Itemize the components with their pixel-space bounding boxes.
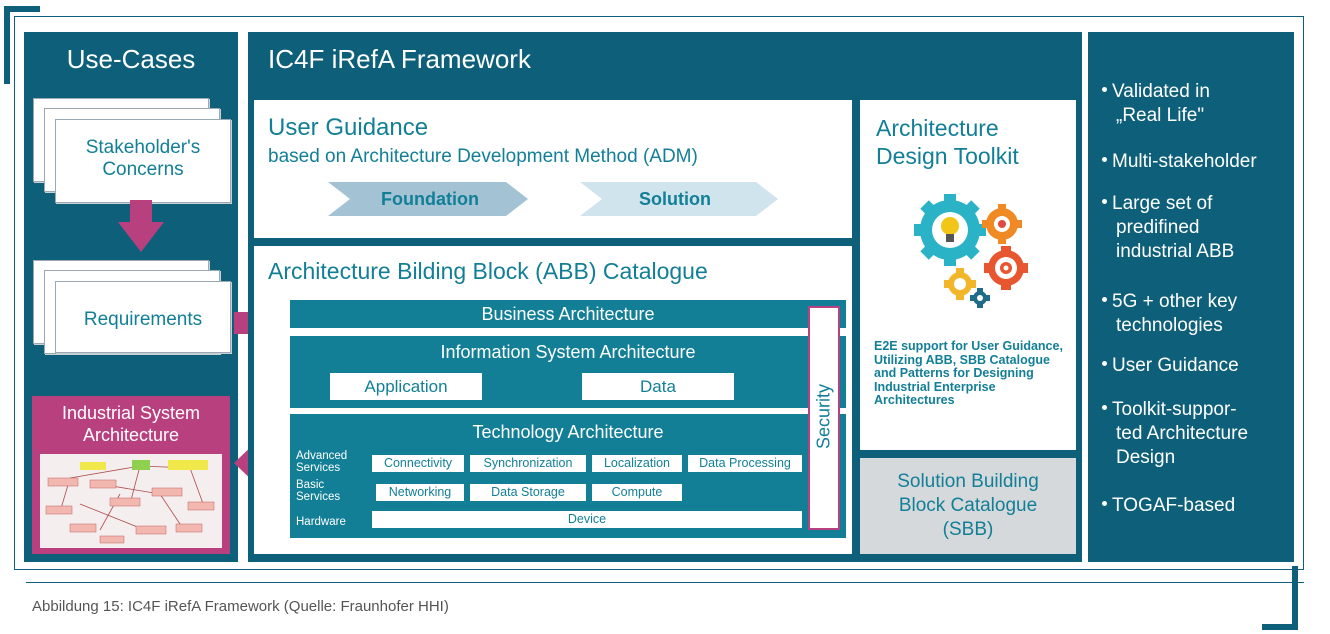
requirements-card xyxy=(55,281,231,353)
bullet-icon xyxy=(1102,405,1107,411)
advanced-services-label: Advanced Services xyxy=(296,450,348,474)
industrial-diagram-thumbnail xyxy=(40,454,222,548)
industrial-architecture-title: Industrial System Architecture xyxy=(61,403,201,445)
compute-cell: Compute xyxy=(592,484,682,501)
basic-services-label: Basic Services xyxy=(296,479,341,503)
security-label: Security xyxy=(813,383,834,450)
technology-architecture-label: Technology Architecture xyxy=(472,422,664,442)
down-arrow-icon xyxy=(118,200,164,252)
networking-cell: Networking xyxy=(376,484,464,501)
feature-validated: Validated in „Real Life" xyxy=(1102,80,1210,128)
toolkit-description: E2E support for User Guidance, Utilizing… xyxy=(874,339,1063,407)
bullet-icon xyxy=(1102,501,1107,507)
bullet-icon xyxy=(1102,361,1107,367)
sbb-catalogue-box xyxy=(860,458,1076,554)
toolkit-title: Architecture Design Toolkit xyxy=(876,115,1019,169)
foundation-label: Foundation xyxy=(381,189,479,209)
synchronization-cell: Synchronization xyxy=(470,455,586,472)
figure-caption: Abbildung 15: IC4F iRefA Framework (Quel… xyxy=(32,598,449,615)
corner-accent-left xyxy=(4,6,10,84)
business-architecture-bar xyxy=(290,300,846,328)
feature-togaf: TOGAF-based xyxy=(1102,494,1235,518)
solution-arrow xyxy=(580,182,778,216)
concerns-label: Stakeholder's Concerns xyxy=(85,137,201,180)
concerns-card xyxy=(55,119,231,203)
connectivity-cell: Connectivity xyxy=(372,455,464,472)
feature-multi-stakeholder: Multi-stakeholder xyxy=(1102,150,1257,174)
use-cases-title: Use-Cases xyxy=(66,44,196,74)
application-box xyxy=(330,373,482,400)
feature-large-set: Large set of predifined industrial ABB xyxy=(1102,192,1234,264)
corner-accent-bottom-right xyxy=(1292,566,1298,630)
application-label: Application xyxy=(364,377,448,396)
bullet-icon xyxy=(1102,297,1107,303)
bullet-icon xyxy=(1102,87,1107,93)
corner-accent-bottom xyxy=(1262,624,1298,630)
gears-icon xyxy=(914,194,1028,308)
data-processing-cell: Data Processing xyxy=(688,455,802,472)
bullet-icon xyxy=(1102,199,1107,205)
data-label: Data xyxy=(640,377,676,396)
information-system-label: Information System Architecture xyxy=(440,342,696,362)
feature-user-guidance: User Guidance xyxy=(1102,354,1239,378)
user-guidance-title: User Guidance xyxy=(268,114,429,141)
toolkit-box xyxy=(860,100,1076,450)
corner-accent-top-left xyxy=(4,6,40,12)
abb-catalogue-title: Architecture Bilding Block (ABB) Catalog… xyxy=(268,258,708,284)
solution-label: Solution xyxy=(639,189,711,209)
figure-frame xyxy=(14,16,1304,570)
hardware-label: Hardware xyxy=(296,516,346,528)
requirements-label: Requirements xyxy=(83,309,203,330)
data-storage-cell: Data Storage xyxy=(470,484,586,501)
data-box xyxy=(582,373,734,400)
features-panel xyxy=(1088,32,1294,562)
foundation-arrow xyxy=(328,182,528,216)
framework-title: IC4F iRefA Framework xyxy=(268,44,531,74)
business-architecture-label: Business Architecture xyxy=(481,304,655,324)
feature-5g: 5G + other key technologies xyxy=(1102,290,1237,338)
bullet-icon xyxy=(1102,157,1107,163)
device-cell: Device xyxy=(372,511,802,528)
security-bar xyxy=(808,306,840,530)
user-guidance-subtitle: based on Architecture Development Method… xyxy=(268,146,698,167)
localization-cell: Localization xyxy=(592,455,682,472)
caption-divider xyxy=(26,582,1304,583)
feature-toolkit: Toolkit-suppor- ted Architecture Design xyxy=(1102,398,1248,470)
sbb-catalogue-label: Solution Building Block Catalogue (SBB) xyxy=(897,471,1039,540)
